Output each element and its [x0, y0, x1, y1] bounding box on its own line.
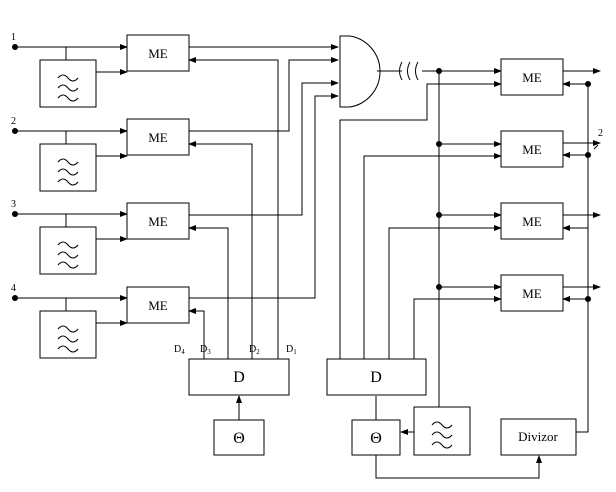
me-block-left-2: ME	[126, 118, 190, 156]
me-label: ME	[522, 214, 542, 229]
me-label: ME	[148, 46, 168, 61]
filter-block-right	[400, 406, 471, 456]
filter-block-4	[39, 310, 97, 359]
me-block-right-3: ME	[500, 202, 564, 240]
me-block-right-1: ME	[500, 58, 564, 96]
demux-block-right: D	[326, 358, 427, 396]
output-marker-label: 2	[598, 128, 603, 139]
filter-block-1	[39, 59, 97, 108]
filter-block-2	[39, 143, 97, 192]
d-port-label-d1: D1	[286, 344, 297, 356]
input-label-4: 4	[11, 283, 16, 294]
d-label-right: D	[370, 369, 382, 386]
generator-symbol-right: Θ	[370, 430, 382, 447]
filter-icon-4	[57, 325, 79, 353]
filter-icon-1	[57, 74, 79, 102]
generator-block-left: Θ	[213, 395, 265, 456]
d-port-label-d2: D2	[249, 344, 260, 356]
divider-label: Divizor	[518, 429, 558, 444]
input-channel-2: 2	[11, 116, 128, 192]
d-label-left: D	[233, 369, 245, 386]
me-to-gate-wires	[189, 44, 339, 299]
me-label: ME	[148, 214, 168, 229]
me-block-left-4: ME	[126, 286, 190, 324]
d-port-label-d4: D4	[174, 344, 185, 356]
input-label-1: 1	[11, 32, 16, 43]
receive-bus	[427, 68, 502, 420]
d-left-feedback-wires	[188, 57, 279, 359]
and-gate	[339, 35, 398, 108]
me-label: ME	[522, 70, 542, 85]
d-right-control-wires	[339, 81, 502, 359]
generator-block-right: Θ	[351, 396, 542, 479]
line-break-symbol	[398, 61, 427, 81]
me-label: ME	[522, 142, 542, 157]
input-channel-4: 4	[11, 283, 128, 359]
filter-icon-3	[57, 241, 79, 269]
me-block-right-4: ME	[500, 274, 564, 312]
divider-feedback-bus	[562, 81, 591, 433]
d-port-label-d3: D3	[200, 344, 211, 356]
input-label-3: 3	[11, 199, 16, 210]
filter-icon-right	[431, 421, 453, 449]
me-label: ME	[148, 130, 168, 145]
input-channel-1: 1	[11, 32, 128, 108]
filter-block-3	[39, 226, 97, 275]
divider-block: Divizor	[500, 418, 577, 456]
right-outputs: 2	[563, 68, 603, 290]
me-label: ME	[522, 286, 542, 301]
me-block-left-3: ME	[126, 202, 190, 240]
filter-icon-2	[57, 158, 79, 186]
me-block-left-1: ME	[126, 34, 190, 72]
demux-block-left: D D4 D3 D2 D1	[174, 344, 297, 396]
generator-symbol-left: Θ	[233, 430, 245, 447]
me-block-right-2: ME	[500, 130, 564, 168]
input-channel-3: 3	[11, 199, 128, 275]
me-label: ME	[148, 298, 168, 313]
input-label-2: 2	[11, 116, 16, 127]
